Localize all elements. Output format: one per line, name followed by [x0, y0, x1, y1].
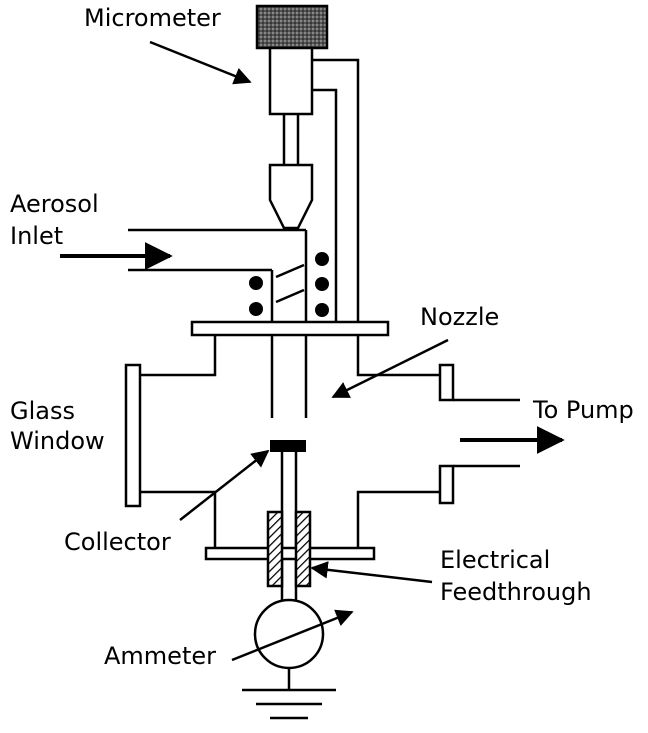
- micrometer-bracket-inner: [312, 88, 338, 322]
- label-feedthrough: Feedthrough: [440, 578, 592, 606]
- label-collector: Collector: [64, 528, 171, 556]
- seal-dash: [275, 263, 305, 279]
- pump-port-flange-upper: [438, 363, 455, 402]
- collector-plate: [270, 440, 306, 452]
- label-inlet: Inlet: [10, 222, 63, 250]
- ammeter-circle: [253, 598, 325, 670]
- seal-dot: [315, 277, 329, 291]
- seal-dash: [275, 288, 305, 304]
- chamber-upper-left-wall: [140, 335, 217, 377]
- micrometer-body: [268, 46, 314, 116]
- feedthrough-right: [294, 510, 312, 588]
- seal-dot: [249, 276, 263, 290]
- label-micrometer: Micrometer: [84, 4, 221, 32]
- chamber-lower-right-wall: [356, 490, 440, 548]
- ammeter-needle: [231, 609, 354, 662]
- nozzle-arrow: [331, 338, 449, 399]
- label-aerosol: Aerosol: [10, 190, 99, 218]
- pump-port-flange-lower: [438, 464, 455, 505]
- chamber-upper-right-wall: [356, 335, 440, 377]
- seal-dot: [315, 303, 329, 317]
- label-electrical: Electrical: [440, 546, 550, 574]
- shaft-coupler: [268, 163, 314, 230]
- micrometer-arrow: [149, 40, 252, 85]
- label-window: Window: [10, 427, 105, 455]
- collector-arrow: [179, 449, 270, 521]
- feedthrough-left: [266, 510, 284, 588]
- glass-window-flange: [124, 363, 142, 508]
- seal-dot: [315, 252, 329, 266]
- micrometer-bracket: [312, 58, 360, 322]
- label-to-pump: To Pump: [532, 396, 634, 424]
- seal-dot: [249, 302, 263, 316]
- feedthrough-arrow: [310, 561, 433, 584]
- micrometer-knob: [255, 4, 329, 50]
- bottom-flange: [204, 546, 376, 561]
- label-nozzle: Nozzle: [420, 303, 499, 331]
- top-flange: [190, 320, 390, 337]
- label-glass: Glass: [10, 397, 75, 425]
- label-ammeter: Ammeter: [104, 642, 216, 670]
